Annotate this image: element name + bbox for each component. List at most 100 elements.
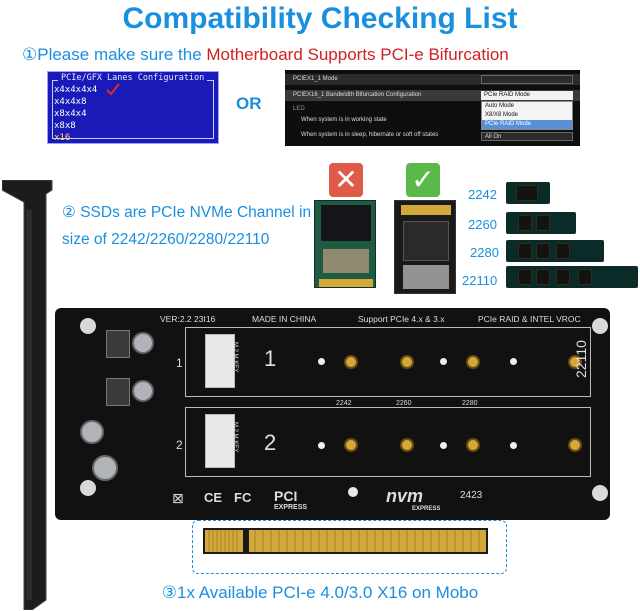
standoff-2242	[344, 438, 358, 452]
standoff-hole	[440, 442, 447, 449]
standoff-hole	[510, 442, 517, 449]
m2-slot-2-outline	[185, 407, 591, 477]
uefi-dropdown-option-active: PCIe RAID Mode	[482, 120, 572, 129]
ssd-strip-2280	[506, 240, 604, 262]
standoff-2260	[400, 438, 414, 452]
ssd-strip-22110	[506, 266, 638, 288]
page-title: Compatibility Checking List	[122, 2, 518, 35]
capacitor	[132, 332, 154, 354]
slot-number-1: 1	[264, 346, 277, 371]
capacitor	[80, 420, 104, 444]
length-label: 2280	[462, 400, 478, 407]
ssd-strip-chip	[516, 185, 538, 201]
step1-highlight: Motherboard Supports PCI-e Bifurcation	[206, 45, 509, 64]
mount-hole	[80, 480, 96, 496]
check-mark-icon	[106, 83, 120, 96]
capacitor	[92, 455, 118, 481]
board-version: VER:2.2 23I16	[160, 314, 216, 324]
standoff-22110	[568, 355, 582, 369]
standoff-2260	[400, 355, 414, 369]
standoff-2280	[466, 355, 480, 369]
pci-express-sub: EXPRESS	[274, 504, 308, 511]
mount-hole	[592, 318, 608, 334]
ssd-chip	[321, 205, 371, 241]
standoff-2280	[466, 438, 480, 452]
ssd-connector	[401, 205, 451, 215]
ssd-strip-chip	[556, 269, 570, 285]
uefi-row-bar	[285, 90, 580, 101]
uefi-row-bar	[285, 74, 580, 85]
cross-icon: ✕	[329, 163, 363, 197]
length-label: 2260	[396, 400, 412, 407]
bios-option-selected: x16	[54, 133, 71, 143]
bios-option: x4x4x4x4	[54, 85, 98, 95]
standoff-hole	[440, 358, 447, 365]
board-raid: PCIe RAID & INTEL VROC	[478, 314, 581, 324]
uefi-row: LED	[293, 106, 305, 112]
ssd-strip-chip	[518, 269, 532, 285]
slot-number-small: 1	[176, 356, 183, 370]
ssd-size-label: 2242	[468, 187, 497, 202]
ssd-sata-image	[314, 200, 376, 288]
standoff-hole	[318, 442, 325, 449]
nvm-express-logo: nvm	[386, 486, 424, 506]
bios-option: x8x8	[54, 121, 76, 131]
fc-logo: FC	[234, 490, 252, 505]
uefi-dropdown-option: Auto Mode	[485, 103, 515, 109]
uefi-dropdown-option: X8/X8 Mode	[485, 112, 519, 118]
ssd-strip-chip	[556, 243, 570, 259]
ssd-chip	[403, 221, 449, 261]
recycle-bin-icon: ⊠	[172, 490, 184, 506]
pcie-gold-fingers	[203, 528, 488, 554]
ssd-size-label: 22110	[462, 273, 498, 288]
ssd-reflection	[403, 265, 449, 289]
uefi-row: When system is in working state	[301, 117, 387, 123]
x16-slot-highlight	[192, 520, 507, 574]
ssd-strip-2242	[506, 182, 550, 204]
uefi-menu: PCIEX1_1 Mode PCIEX16_1 Bandwidth Bifurc…	[285, 70, 580, 146]
standoff-22110	[568, 438, 582, 452]
m2-key-label: M.2 M KEY	[232, 422, 238, 453]
check-icon: ✓	[406, 163, 440, 197]
mount-hole	[80, 318, 96, 334]
slot-number-2: 2	[264, 430, 277, 455]
ce-logo: CE	[204, 490, 223, 505]
ssd-size-label: 2280	[470, 245, 499, 260]
uefi-select: PCIe RAID Mode	[481, 91, 573, 100]
m2-connector-2	[205, 414, 235, 468]
bios-menu: PCIe/GFX Lanes Configuration x4x4x4x4 x4…	[47, 71, 219, 144]
pcie-bracket	[2, 180, 53, 610]
ssd-strip-2260	[506, 212, 576, 234]
length-label-22110: 22110	[573, 340, 589, 378]
nvm-express-sub: EXPRESS	[412, 506, 441, 512]
ssd-strip-chip	[536, 243, 550, 259]
uefi-row: When system is in sleep, hibernate or so…	[301, 132, 439, 138]
uefi-row: PCIEX1_1 Mode	[293, 76, 338, 82]
step2-line2: size of 2242/2260/2280/22110	[62, 231, 270, 248]
ssd-strip-chip	[518, 215, 532, 231]
step1-prefix: ①Please make sure the	[22, 45, 207, 64]
m2-connector-1	[205, 334, 235, 388]
uefi-dropdown: Auto Mode X8/X8 Mode PCIe RAID Mode	[481, 101, 573, 130]
bios-option: x4x4x8	[54, 97, 87, 107]
mount-hole	[592, 485, 608, 501]
step2-text: ② SSDs are PCIe NVMe Channel in size of …	[62, 199, 322, 253]
inductor	[106, 330, 130, 358]
uefi-select-empty	[481, 75, 573, 84]
length-label: 2242	[336, 400, 352, 407]
capacitor	[132, 380, 154, 402]
ssd-size-label: 2260	[468, 217, 497, 232]
board-made-in: MADE IN CHINA	[252, 314, 317, 324]
ssd-strip-chip	[536, 215, 550, 231]
ssd-strip-chip	[578, 269, 592, 285]
ssd-label	[323, 249, 369, 273]
uefi-row: PCIEX16_1 Bandwidth Bifurcation Configur…	[293, 92, 422, 98]
step2-line1: ② SSDs are PCIe NVMe Channel in	[62, 204, 312, 221]
ssd-connector	[319, 279, 373, 287]
standoff-hole	[510, 358, 517, 365]
bios-menu-header: PCIe/GFX Lanes Configuration	[58, 73, 208, 83]
ssd-strip-chip	[536, 269, 550, 285]
mount-hole	[348, 487, 358, 497]
standoff-2242	[344, 355, 358, 369]
uefi-select-last: All On	[481, 132, 573, 141]
